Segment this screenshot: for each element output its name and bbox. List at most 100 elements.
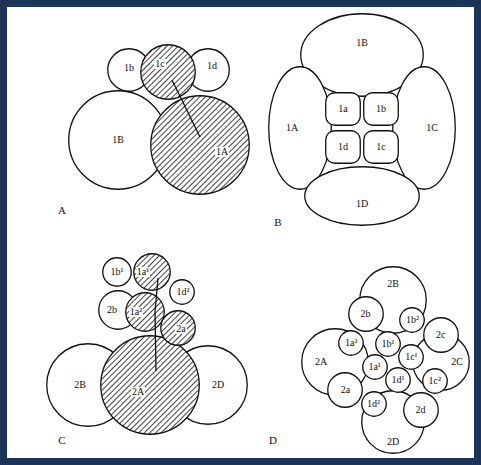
- cell-shape: [103, 258, 132, 287]
- cell-shape: [348, 297, 383, 332]
- cell: 1B: [300, 13, 424, 97]
- cell-label: 1C: [426, 123, 438, 133]
- cell-outline: [100, 335, 200, 435]
- cell-shape: [305, 167, 420, 226]
- cell-outline: [140, 44, 196, 100]
- panel-letter: A: [58, 205, 66, 216]
- cell: 2b: [348, 296, 384, 332]
- cell-outline: [304, 166, 420, 226]
- cell-outline: [300, 13, 424, 97]
- cell: 2a: [327, 372, 363, 408]
- cell-shape: [400, 308, 425, 333]
- cell: 1b²: [399, 307, 425, 333]
- cell-shape: [386, 368, 411, 393]
- cell-label: 2A: [131, 387, 145, 397]
- cell-label: 1A: [286, 123, 298, 133]
- cell-label: 1b¹: [111, 267, 124, 277]
- cell-shape: [362, 391, 425, 454]
- cell: 1b: [363, 92, 399, 126]
- cell-label: 2C: [451, 357, 463, 367]
- cell: 1c²: [422, 368, 448, 394]
- cell-label: 1c: [154, 59, 165, 69]
- cell-label: 1c: [376, 142, 385, 152]
- cell-shape: [339, 330, 364, 355]
- cell-shape: [126, 293, 165, 332]
- cell-shape: [364, 131, 399, 164]
- cell-label: 2B: [387, 279, 399, 289]
- cell-label: 1d: [338, 142, 348, 152]
- cell-label: 1a²: [129, 307, 143, 317]
- cell-shape: [151, 96, 250, 195]
- cell-label: 2D: [387, 437, 399, 447]
- cell-shape: [101, 336, 200, 435]
- cell: 1b¹: [375, 331, 401, 357]
- cell: 2a: [160, 310, 196, 346]
- cell: 1C: [392, 66, 456, 190]
- cell-shape: [269, 67, 332, 190]
- cell-label: 1d: [207, 61, 217, 71]
- cell-label: 1b: [376, 104, 386, 114]
- cell: 1d²: [361, 391, 387, 417]
- cell: 2c: [423, 317, 459, 353]
- cell-label: 1a¹: [368, 362, 380, 372]
- cell: 1D: [304, 166, 420, 226]
- cell-shape: [364, 93, 399, 126]
- cell: 2d: [403, 392, 439, 428]
- cell: 1B: [68, 90, 168, 190]
- cell-label: 1d²: [177, 287, 190, 297]
- cell-label: 1A: [215, 147, 229, 157]
- cell: 1b: [107, 48, 151, 92]
- panel-letter: C: [58, 435, 65, 446]
- cell: 1c: [140, 44, 196, 100]
- cell: 1d: [186, 48, 230, 92]
- cell: 2C: [412, 333, 470, 391]
- cell: 2D: [168, 345, 248, 425]
- cell-label: 1d¹: [391, 375, 404, 385]
- cell-label: 1a²: [345, 338, 357, 348]
- cell-label: 1d²: [367, 399, 380, 409]
- cell-shape: [361, 391, 386, 416]
- cell: 1a: [325, 92, 361, 126]
- cell-label: 2b: [107, 305, 117, 315]
- cell: 2A: [100, 335, 200, 435]
- cell: 1A: [150, 95, 250, 195]
- cell-shape: [187, 49, 230, 92]
- cell: 1a¹: [133, 253, 171, 291]
- cell-label: 1b¹: [382, 339, 395, 349]
- cell-shape: [170, 280, 195, 305]
- cell-label: 2A: [315, 357, 327, 367]
- cell: 2B: [46, 343, 130, 427]
- cell-shape: [393, 67, 456, 190]
- cell-outline: [168, 345, 248, 425]
- cell-label: 2D: [212, 380, 224, 390]
- cell: 1c: [363, 130, 399, 164]
- panel-letter: D: [269, 435, 277, 446]
- cell-shape: [376, 331, 401, 356]
- cell: 1a¹: [362, 354, 388, 380]
- cell-label: 1c²: [428, 376, 440, 386]
- cell-outline: [392, 66, 456, 190]
- cell-label: 1b²: [406, 315, 419, 325]
- cell-shape: [134, 254, 171, 291]
- cell-shape: [141, 45, 196, 100]
- cell-label: 2b: [361, 309, 371, 319]
- cell-shape: [399, 345, 424, 370]
- cell: 1d²: [169, 279, 195, 305]
- cell-shape: [161, 311, 196, 346]
- cell-shape: [326, 131, 361, 164]
- cell-label: 1a: [338, 104, 347, 114]
- cell-outline: [46, 343, 130, 427]
- cell-label: 1B: [356, 38, 368, 48]
- cell-outline: [301, 328, 369, 396]
- cell-label: 1D: [356, 199, 368, 209]
- cell-shape: [422, 369, 447, 394]
- cell-label: 1b: [124, 63, 134, 73]
- cell-shape: [362, 355, 387, 380]
- cell: 1a²: [338, 330, 364, 356]
- cell-label: 2d: [416, 405, 426, 415]
- cell-label: 2a: [175, 324, 186, 334]
- cell-label: 1B: [112, 135, 124, 145]
- cell-shape: [423, 317, 458, 352]
- cell-outline: [150, 95, 250, 195]
